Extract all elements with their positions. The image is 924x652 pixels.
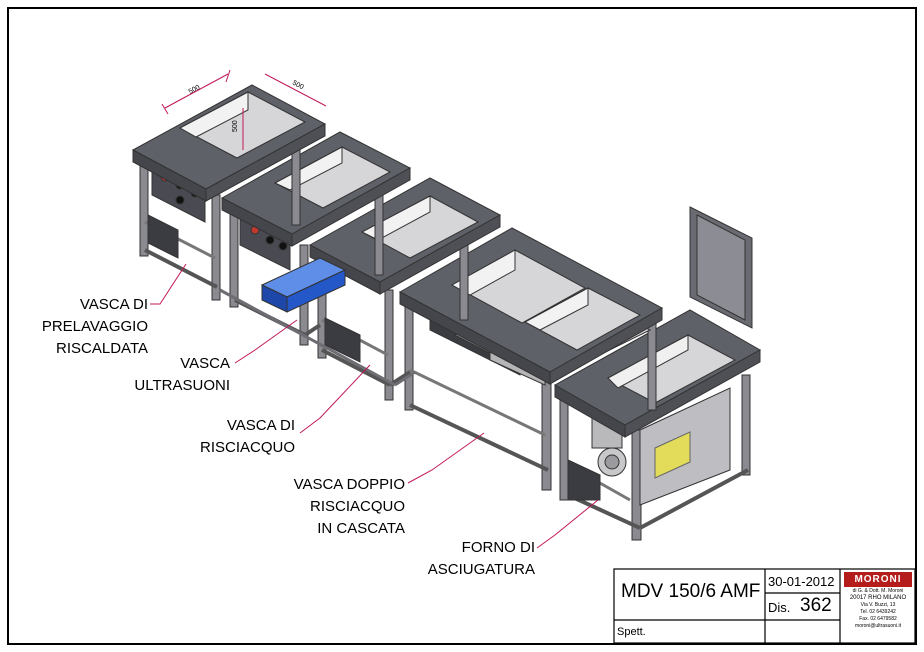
label-forno: FORNO DI ASCIUGATURA (410, 537, 535, 581)
dis-label: Dis. (768, 600, 791, 615)
label-line: FORNO DI (461, 539, 535, 556)
dimension-lines (161, 69, 327, 150)
label-line: RISCIACQUO (309, 498, 405, 515)
label-prelavaggio: VASCA DI PRELAVAGGIO RISCALDATA (30, 294, 148, 360)
label-line: ASCIUGATURA (427, 561, 535, 578)
label-risciacquo: VASCA DI RISCIACQUO (180, 415, 295, 459)
station-double-rinse (398, 227, 664, 491)
company-line: di G. & Dott. M. Moroni (852, 588, 904, 594)
leader-lines (150, 263, 599, 549)
company-line: 20017 RHO MILANO (849, 595, 907, 601)
label-doppio: VASCA DOPPIO RISCIACQUO IN CASCATA (280, 474, 405, 540)
dimension-width: 500 (188, 84, 202, 96)
drawing-border (7, 7, 917, 645)
label-line: IN CASCATA (317, 520, 405, 537)
station-ultrasonic (220, 131, 412, 346)
company-line: Tel. 02 6439242 (860, 609, 896, 615)
company-line: Via V. Buzzi, 13 (860, 602, 896, 608)
label-line: VASCA (180, 355, 230, 372)
label-line: VASCA DOPPIO (293, 476, 405, 493)
label-line: RISCIACQUO (199, 439, 295, 456)
label-line: VASCA DI (79, 296, 148, 313)
label-line: RISCALDATA (56, 340, 148, 357)
machine-illustration (131, 84, 762, 541)
dimension-depth: 500 (291, 80, 305, 92)
drawing-number: 362 (800, 595, 832, 616)
company-logo: MORONI (844, 572, 912, 587)
station-oven (553, 206, 762, 541)
company-block: MORONI di G. & Dott. M. Moroni 20017 RHO… (842, 571, 914, 642)
label-line: ULTRASUONI (134, 377, 230, 394)
spett-label: Spett. (617, 626, 646, 638)
label-line: VASCA DI (226, 417, 295, 434)
company-line: Fax. 02 6479582 (859, 616, 897, 622)
dimension-height: 500 (232, 120, 239, 132)
station-prewash (131, 84, 327, 301)
model-name: MDV 150/6 AMF (621, 581, 761, 602)
label-ultrasuoni: VASCA ULTRASUONI (120, 353, 230, 397)
label-line: PRELAVAGGIO (41, 318, 148, 335)
drawing-date: 30-01-2012 (768, 574, 835, 589)
company-line: moroni@ultrasuoni.it (855, 623, 901, 629)
title-block (613, 568, 916, 644)
